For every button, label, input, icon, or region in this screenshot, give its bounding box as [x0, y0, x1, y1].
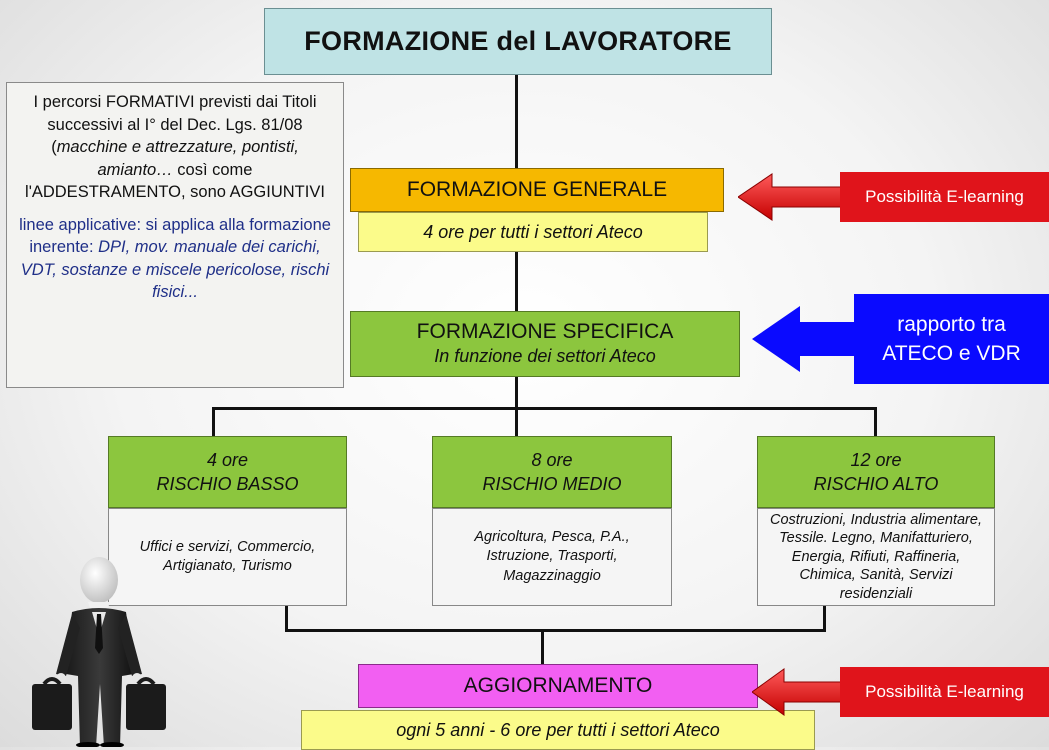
diagram-title: FORMAZIONE del LAVORATORE: [264, 8, 772, 75]
category-low-hours: 4 ore: [206, 450, 249, 470]
connector-merge-aggiornamento: [541, 629, 544, 664]
businessman-icon: [32, 557, 166, 747]
side-note: I percorsi FORMATIVI previsti dai Titoli…: [6, 82, 344, 388]
category-medium-hours: 8 ore: [531, 450, 573, 470]
ateco-vdr-tag: rapporto tra ATECO e VDR: [854, 294, 1049, 384]
side-note-paragraph-1: I percorsi FORMATIVI previsti dai Titoli…: [25, 93, 325, 201]
branch-mid-drop: [515, 407, 518, 436]
left-arrow-icon: [752, 668, 842, 716]
branch-horizontal: [212, 407, 877, 410]
ateco-vdr-tag-line2: ATECO e VDR: [882, 342, 1021, 365]
category-low-sectors: Uffici e servizi, Commercio, Artigianato…: [108, 508, 347, 606]
left-arrow-icon: [738, 173, 842, 221]
aggiornamento-box: AGGIORNAMENTO: [358, 664, 758, 708]
formazione-specifica-label: FORMAZIONE SPECIFICA: [416, 320, 674, 343]
category-medium-header: 8 ore RISCHIO MEDIO: [432, 436, 672, 508]
merge-right-rise: [823, 606, 826, 632]
category-high-risk: RISCHIO ALTO: [813, 474, 939, 494]
category-high-header: 12 ore RISCHIO ALTO: [757, 436, 995, 508]
formazione-specifica-sub: In funzione dei settori Ateco: [434, 346, 656, 366]
category-medium-risk: RISCHIO MEDIO: [482, 474, 622, 494]
ateco-vdr-tag-line1: rapporto tra: [897, 313, 1006, 336]
connector-specifica-branch: [515, 377, 518, 409]
aggiornamento-sub: ogni 5 anni - 6 ore per tutti i settori …: [301, 710, 815, 750]
connector-generale-specifica: [515, 252, 518, 311]
category-low-risk: RISCHIO BASSO: [156, 474, 299, 494]
e-learning-tag-generale: Possibilità E-learning: [840, 172, 1049, 222]
merge-left-rise: [285, 606, 288, 632]
blue-left-arrow-icon: [752, 306, 856, 372]
category-high-hours: 12 ore: [850, 450, 902, 470]
formazione-generale-box: FORMAZIONE GENERALE: [350, 168, 724, 212]
category-low-header: 4 ore RISCHIO BASSO: [108, 436, 347, 508]
category-high-sectors: Costruzioni, Industria alimentare, Tessi…: [757, 508, 995, 606]
category-medium-sectors: Agricoltura, Pesca, P.A., Istruzione, Tr…: [432, 508, 672, 606]
formazione-specifica-box: FORMAZIONE SPECIFICA In funzione dei set…: [350, 311, 740, 377]
branch-right-drop: [874, 407, 877, 436]
connector-title-generale: [515, 75, 518, 168]
branch-left-drop: [212, 407, 215, 436]
formazione-generale-sub: 4 ore per tutti i settori Ateco: [358, 212, 708, 252]
merge-horizontal: [285, 629, 826, 632]
side-note-paragraph-2: linee applicative: si applica alla forma…: [19, 215, 331, 302]
e-learning-tag-aggiornamento: Possibilità E-learning: [840, 667, 1049, 717]
